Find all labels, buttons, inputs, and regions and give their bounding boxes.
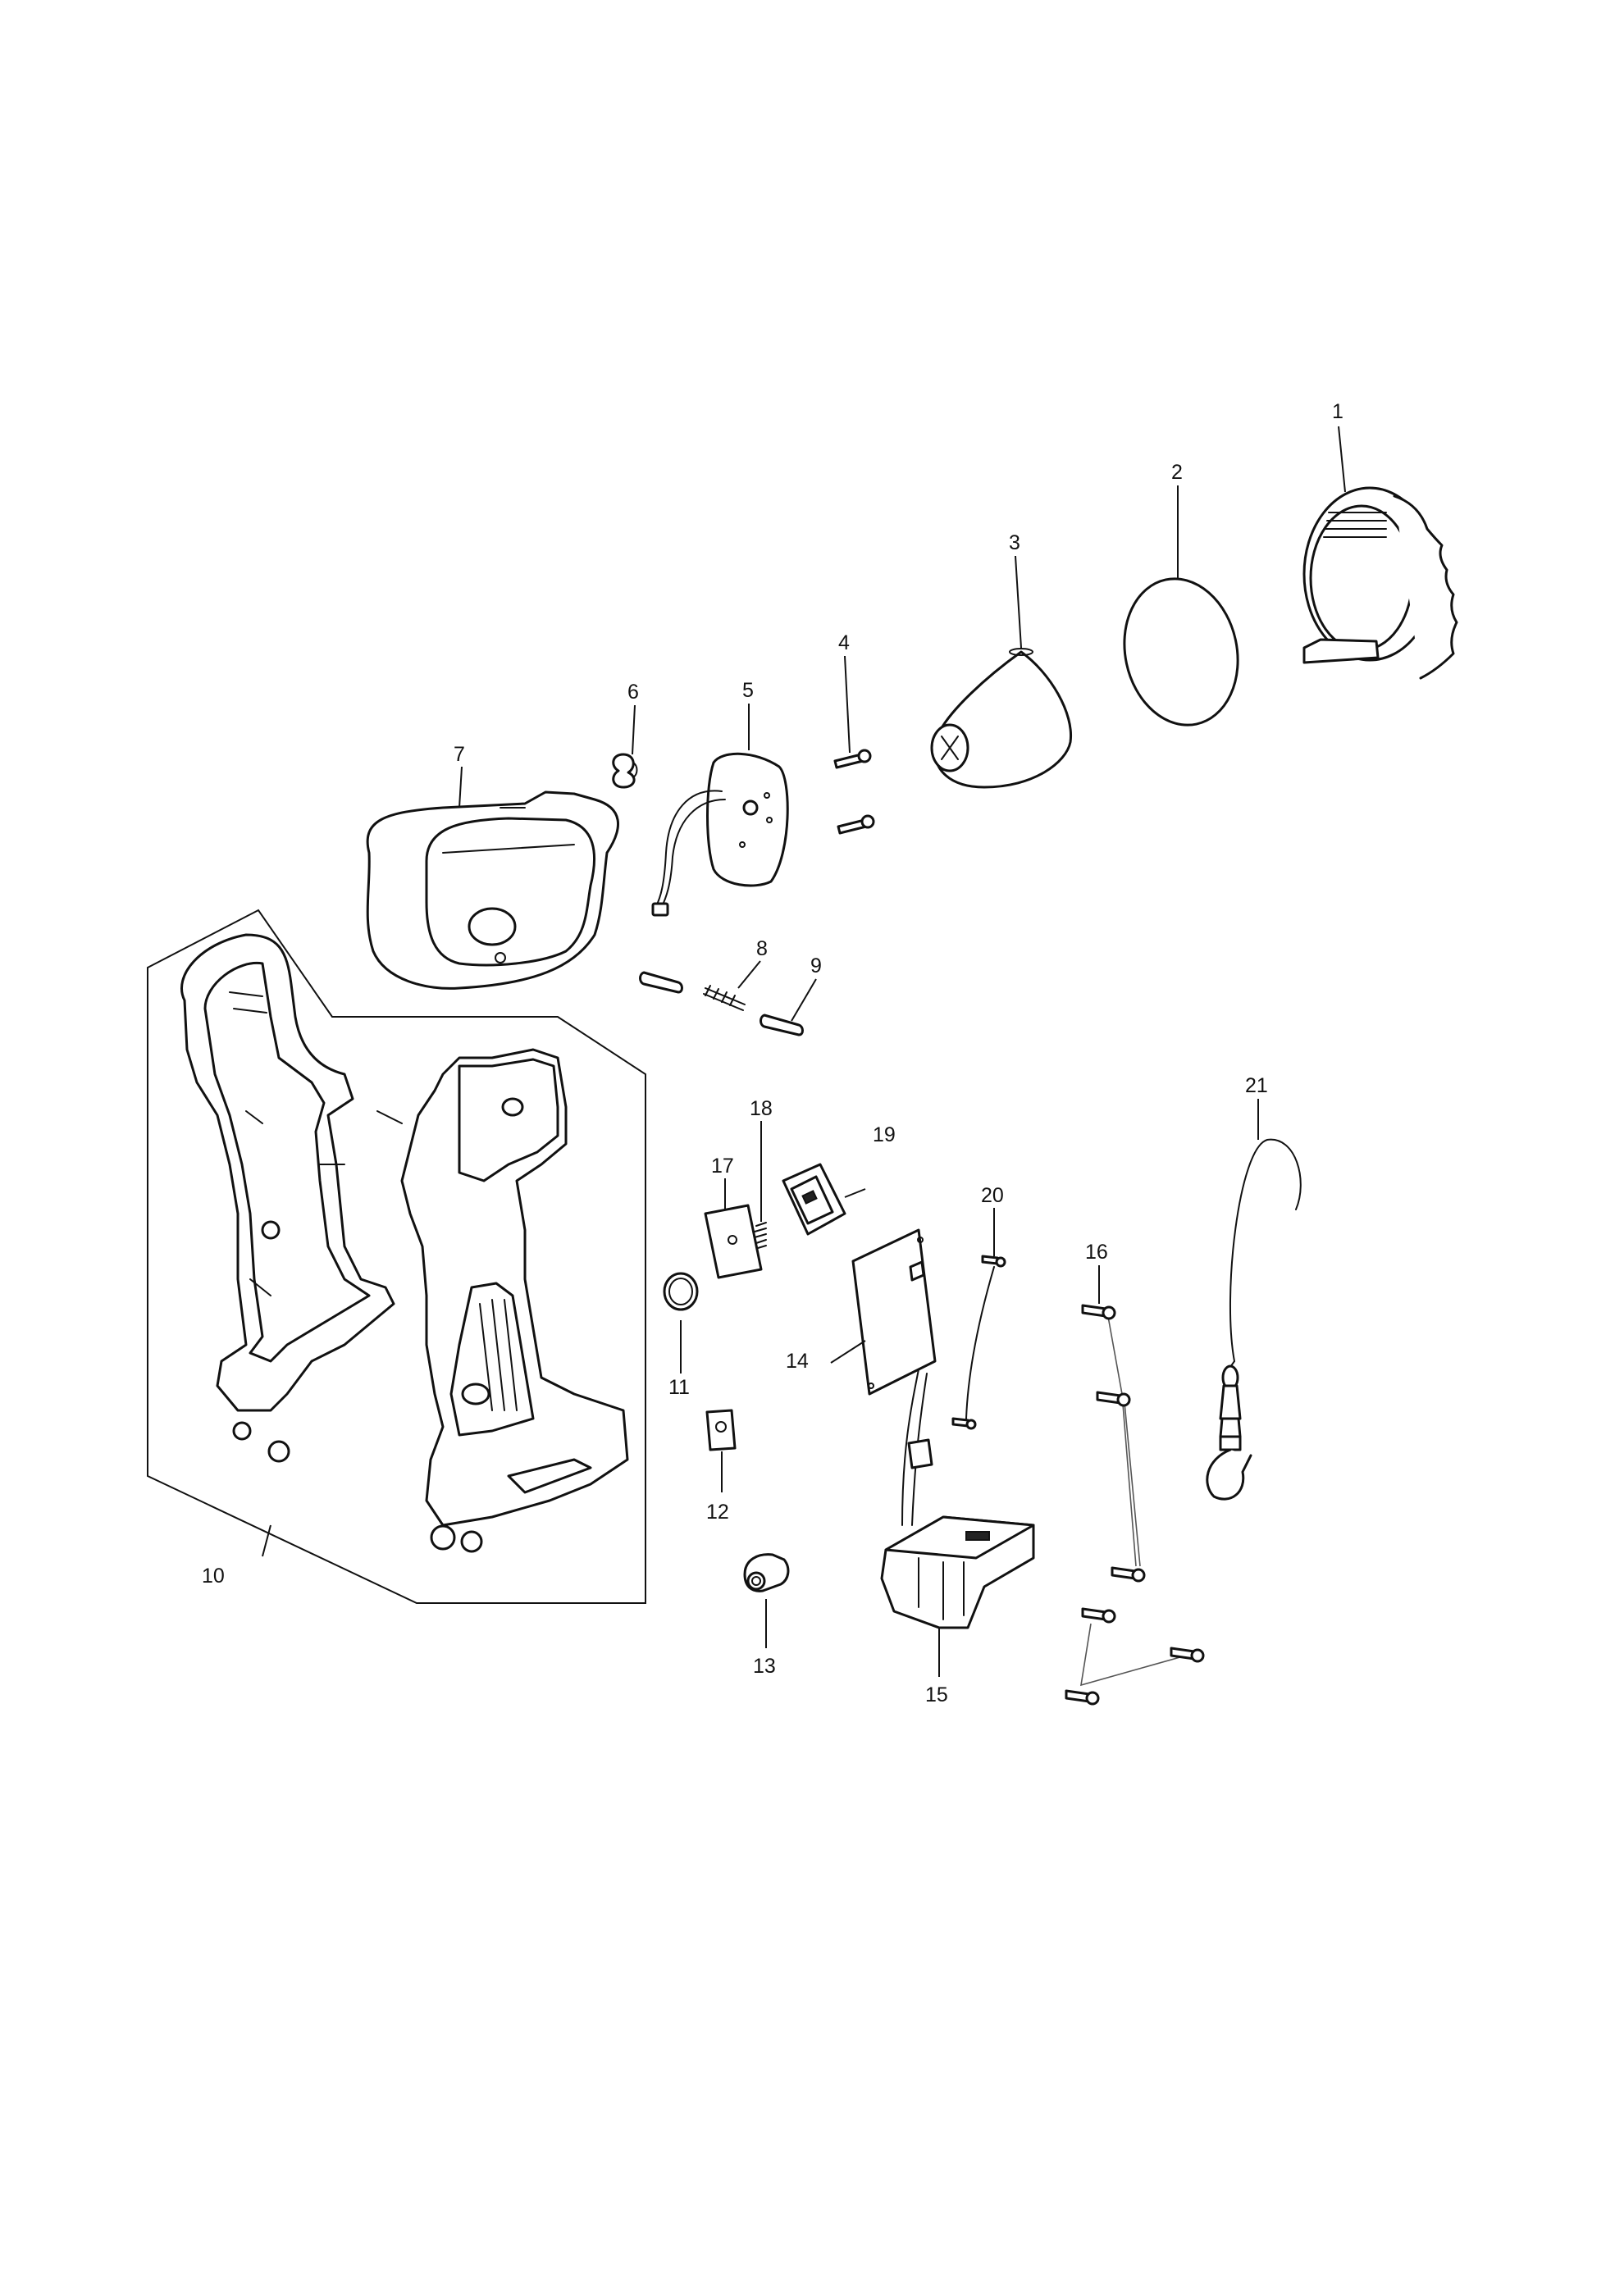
callout-6: 6: [627, 681, 639, 704]
part-5-led-board: [651, 752, 789, 917]
part-11-ring: [663, 1272, 699, 1311]
callout-8: 8: [756, 937, 768, 960]
callout-18: 18: [750, 1097, 773, 1120]
part-16-screws: [1065, 1304, 1205, 1706]
callout-9: 9: [810, 954, 822, 977]
callout-12: 12: [706, 1501, 729, 1524]
callout-11: 11: [668, 1376, 690, 1399]
part-17-plate: [704, 1204, 763, 1279]
part-3-reflector: [930, 648, 1073, 789]
callout-16: 16: [1085, 1241, 1108, 1264]
part-6-clip: [612, 753, 638, 789]
callout-4: 4: [838, 631, 850, 654]
callout-19: 19: [873, 1123, 896, 1146]
part-10-frame: [147, 909, 646, 1604]
callout-14: 14: [786, 1350, 809, 1373]
callout-2: 2: [1171, 461, 1183, 484]
part-13-knob: [743, 1553, 790, 1592]
part-21-lanyard: [1206, 1138, 1302, 1501]
part-2-lens: [1123, 577, 1239, 727]
part-19-switch-cover: [782, 1163, 846, 1236]
leader-lines: [262, 426, 1346, 1677]
callout-17: 17: [711, 1155, 734, 1178]
callout-13: 13: [753, 1655, 776, 1678]
part-8-pin: [639, 971, 746, 1011]
callout-10: 10: [202, 1565, 225, 1588]
part-14-circuit-board: [851, 1228, 937, 1396]
part-7-head-cover: [366, 790, 619, 990]
callout-7: 7: [454, 743, 465, 766]
callout-labels: 1 2 3 4 5 6 7 8 9 10 11 12 13 14 15 16 1…: [202, 400, 1343, 1706]
part-9-pin: [760, 1014, 804, 1036]
callout-21: 21: [1245, 1074, 1268, 1097]
part-4-screws: [833, 749, 875, 835]
part-12-nut: [705, 1409, 737, 1451]
part-1-bezel-ring: [1302, 486, 1458, 680]
part-15-switch-housing: [880, 1369, 1035, 1629]
callout-15: 15: [925, 1683, 948, 1706]
callout-1: 1: [1332, 400, 1343, 423]
callout-5: 5: [742, 679, 754, 702]
callout-3: 3: [1009, 531, 1020, 554]
part-18-spring: [754, 1222, 767, 1249]
part-20-screws: [951, 1255, 1006, 1430]
callout-20: 20: [981, 1184, 1004, 1207]
